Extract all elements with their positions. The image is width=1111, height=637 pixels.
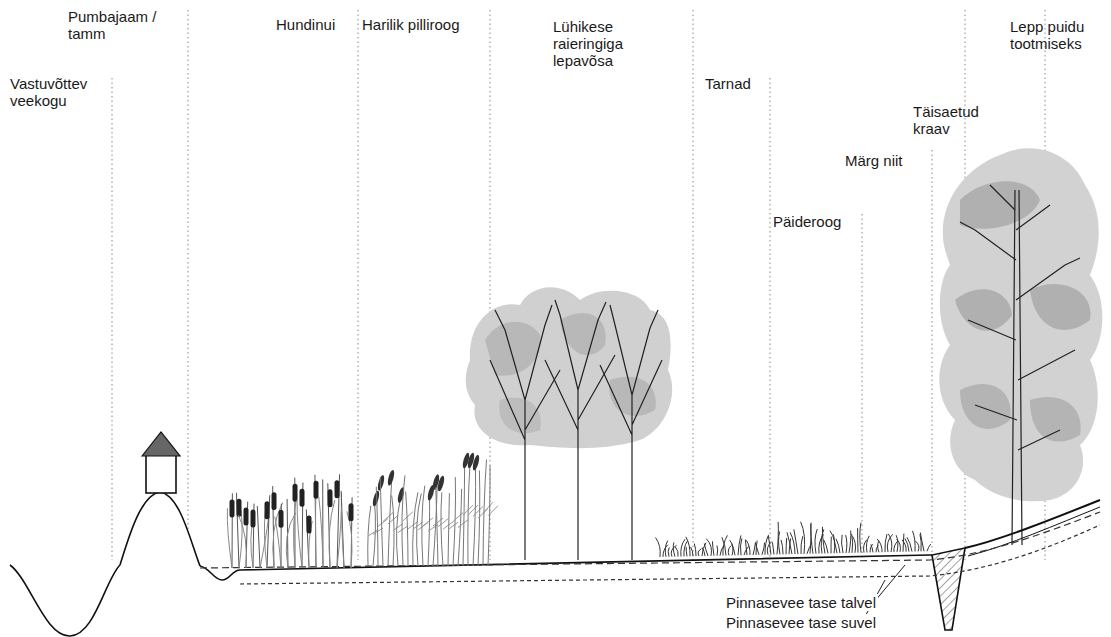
zone-label: Pumbajaam / tamm (68, 8, 168, 42)
zone-label: Märg niit (845, 152, 903, 169)
zone-label: Tarnad (705, 75, 751, 92)
zone-label: Pinnasevee tase talvel (724, 594, 878, 611)
alder-coppice-canopy (466, 287, 672, 448)
ground-layer (968, 507, 1100, 556)
vegetation-strokes (227, 452, 930, 568)
zone-label: Vastuvõttev veekogu (10, 75, 102, 109)
ground-surface (200, 555, 932, 580)
dam-embankment (120, 492, 200, 566)
zone-label: Pinnasevee tase suvel (724, 614, 878, 631)
zone-dividers (112, 10, 1045, 560)
pump-station-roof (142, 432, 180, 456)
pump-station-house (146, 455, 176, 493)
timber-alder-canopy (939, 148, 1102, 501)
summer-water-table (240, 525, 1100, 584)
zone-label: Täisaetud kraav (913, 103, 995, 137)
filled-ditch (932, 548, 965, 630)
zone-label: Lepp puidu tootmiseks (1010, 18, 1106, 52)
leader-line (875, 565, 905, 601)
timber-alder-trunk (960, 185, 1080, 545)
zone-label: Lühikese raieringiga lepavõsa (553, 18, 665, 69)
alder-coppice-trunks (490, 300, 662, 560)
winter-water-table (200, 512, 1100, 568)
receiving-water-body (10, 565, 120, 636)
zone-label: Päideroog (773, 213, 841, 230)
zone-label: Harilik pilliroog (362, 16, 460, 33)
zone-label: Hundinui (276, 16, 335, 33)
ground-surface-rise (965, 500, 1100, 548)
